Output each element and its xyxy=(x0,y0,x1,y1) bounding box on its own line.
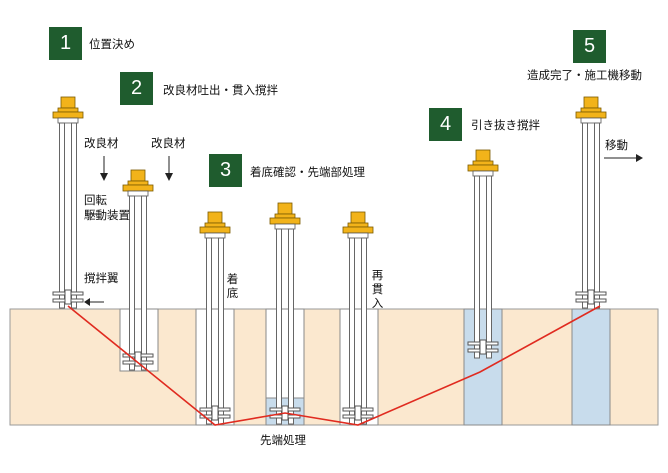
step5-rig-rod xyxy=(582,122,588,309)
step3c-rig-coupling xyxy=(347,232,369,239)
landing-label: 着底 xyxy=(226,272,239,300)
step1-rig-rod xyxy=(59,122,65,309)
step-2-label: 改良材吐出・貫入撹拌 xyxy=(163,83,278,97)
step2-rig-motor xyxy=(130,169,146,182)
step2-rig-coupling xyxy=(127,190,149,197)
step4-rig-motor xyxy=(475,149,491,162)
blade-pointer-head xyxy=(84,298,90,306)
mixing-blade-label: 撹拌翼 xyxy=(84,271,119,285)
step3b-rig-rod xyxy=(276,228,282,425)
step1-rig-motor xyxy=(60,96,76,109)
step1-rig-drive-plate xyxy=(52,111,84,119)
rotation-drive-label-1: 回転 xyxy=(84,193,107,207)
step4-rig-blade-hub xyxy=(479,339,487,355)
step-3-number: 3 xyxy=(209,154,242,187)
step4-rig-rod xyxy=(486,175,492,359)
step3c-rig-rod xyxy=(361,237,367,425)
step3a-rig-motor xyxy=(207,211,223,224)
process-path-line xyxy=(67,305,601,426)
ground xyxy=(9,308,659,426)
step3a-rig-coupling xyxy=(204,232,226,239)
re-penetration-label: 再貫入 xyxy=(371,268,384,310)
step3c-rig-motor xyxy=(350,211,366,224)
material-pointer-right-head xyxy=(165,173,173,181)
step5-rig-drive-plate xyxy=(575,111,607,119)
step3c-rig-drive-plate xyxy=(342,226,374,234)
step3b-rig-coupling xyxy=(274,223,296,230)
step3a-rig-blade-hub xyxy=(211,405,219,421)
step5-rig-motor xyxy=(583,96,599,109)
material-label-right: 改良材 xyxy=(151,136,186,150)
step2-rig-rod xyxy=(129,195,135,371)
step2-rig-rod xyxy=(141,195,147,371)
rotation-drive-label-2: 駆動装置 xyxy=(84,208,130,222)
step3b-rig-rod xyxy=(288,228,294,425)
step1-rig-blade-hub xyxy=(64,289,72,305)
step4-rig-motor-cap xyxy=(472,160,494,166)
step-1-number: 1 xyxy=(49,27,82,60)
step3b-rig-motor-cap xyxy=(274,213,296,219)
move-arrow-head xyxy=(636,154,643,162)
step2-rig-motor-cap xyxy=(127,180,149,186)
step-5-number: 5 xyxy=(573,30,606,63)
step2-rig-blade-hub xyxy=(134,351,142,367)
step4-rig-coupling xyxy=(472,170,494,177)
step5-rig-blade-hub xyxy=(587,289,595,305)
step3c-rig-blade-hub xyxy=(354,405,362,421)
step5-rig-coupling xyxy=(580,117,602,124)
improved-column-step4 xyxy=(463,308,503,426)
step-4-label: 引き抜き撹拌 xyxy=(471,118,540,132)
step2-rig-drive-plate xyxy=(122,184,154,192)
step5-rig-rod xyxy=(594,122,600,309)
step3c-rig-rod xyxy=(349,237,355,425)
step3a-rig-rod xyxy=(206,237,212,425)
improved-column-step5 xyxy=(571,308,611,426)
step-1-label: 位置決め xyxy=(89,37,135,51)
step3c-rig-motor-cap xyxy=(347,222,369,228)
step4-rig-drive-plate xyxy=(467,164,499,172)
step1-rig-rod xyxy=(71,122,77,309)
tip-treatment-label: 先端処理 xyxy=(260,433,306,447)
step1-rig-coupling xyxy=(57,117,79,124)
material-pointer-left-head xyxy=(100,173,108,181)
step3b-rig-motor xyxy=(277,202,293,215)
soil-column-step3-a xyxy=(195,308,235,426)
step-5-label: 造成完了・施工機移動 xyxy=(527,68,642,82)
soil-column-step3-b xyxy=(265,308,305,399)
step5-rig-motor-cap xyxy=(580,107,602,113)
step-4-number: 4 xyxy=(429,108,462,141)
step3a-rig-drive-plate xyxy=(199,226,231,234)
move-label: 移動 xyxy=(605,138,628,152)
material-label-left: 改良材 xyxy=(84,136,119,150)
step-2-number: 2 xyxy=(120,72,153,105)
step3b-rig-drive-plate xyxy=(269,217,301,225)
step-3-label: 着底確認・先端部処理 xyxy=(250,165,365,179)
step4-rig-rod xyxy=(474,175,480,359)
step3a-rig-rod xyxy=(218,237,224,425)
step3a-rig-motor-cap xyxy=(204,222,226,228)
step1-rig-motor-cap xyxy=(57,107,79,113)
